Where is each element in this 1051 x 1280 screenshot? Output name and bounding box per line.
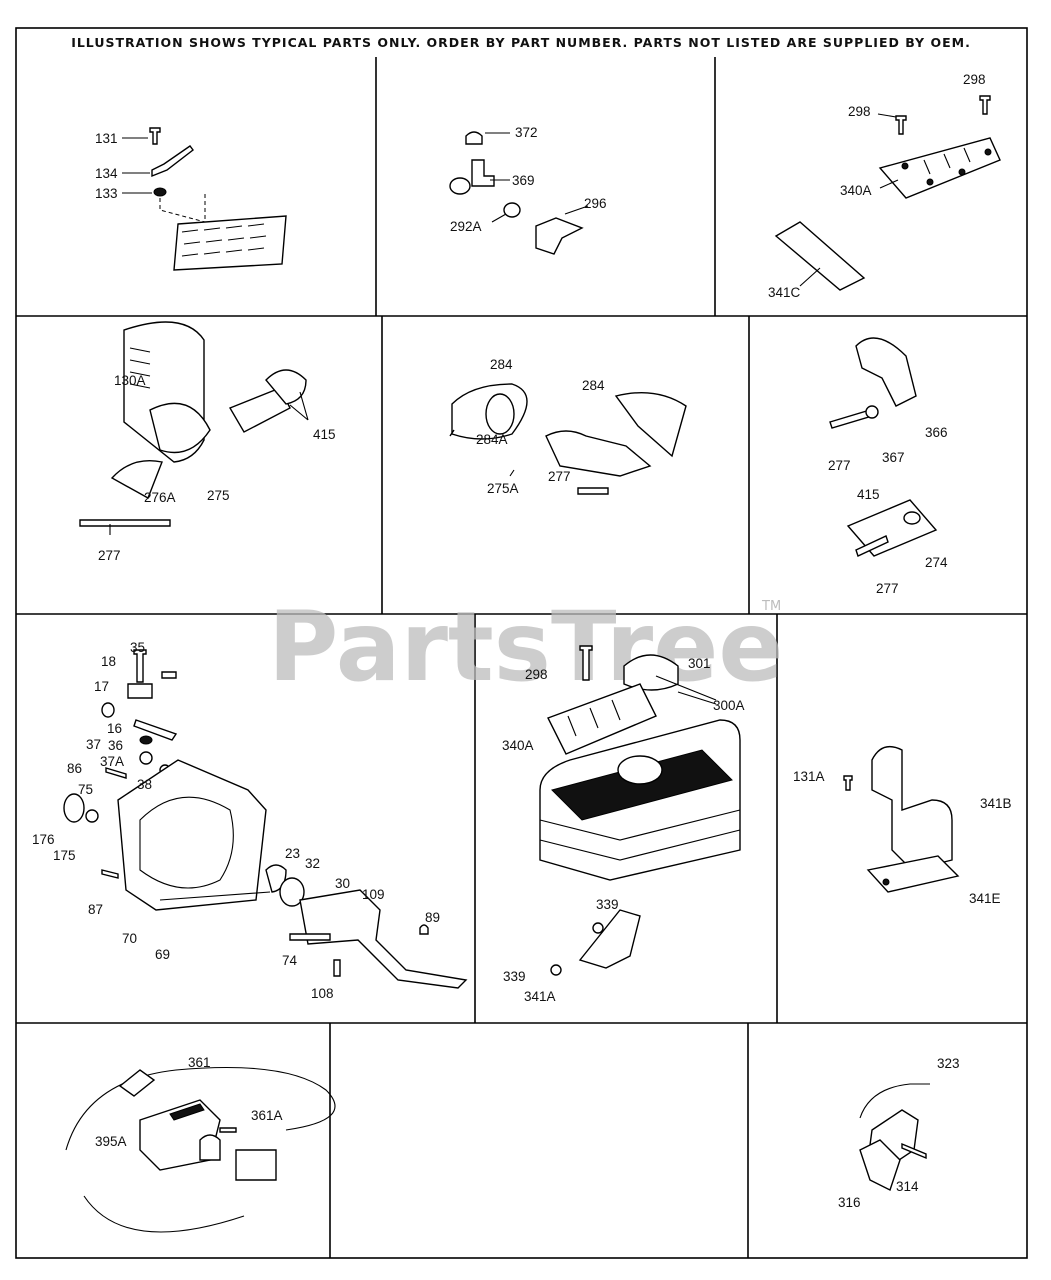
callout-label: 277 [548,469,571,484]
callout-label: 35 [130,640,145,655]
callout-label: 275A [487,481,519,496]
callout-label: 275 [207,488,230,503]
panel-grid [16,57,1027,1258]
callout-label: 284 [490,357,513,372]
callout-label: 30 [335,876,350,891]
callout-label: 74 [282,953,298,968]
callout-label: 361 [188,1055,211,1070]
callout-label: 277 [828,458,851,473]
callout-label: 175 [53,848,76,863]
callout-label: 415 [857,487,880,502]
panel-fuel-tank [539,645,741,976]
panel-ignition [65,1066,336,1233]
callout-label: 284 [582,378,605,393]
callout-label: 131 [95,131,118,146]
callout-label: 341C [768,285,801,300]
callout-label: 298 [525,667,548,682]
callout-label: 16 [107,721,122,736]
callout-label: 70 [122,931,137,946]
panel-muffler [79,321,309,535]
callout-label: 133 [95,186,118,201]
callout-label: 340A [502,738,534,753]
callout-label: 131A [793,769,825,784]
callout-label: 23 [285,846,300,861]
callout-label: 415 [313,427,336,442]
callout-label: 134 [95,166,118,181]
callout-label: 372 [515,125,538,140]
callout-label: 323 [937,1056,960,1071]
callout-label: 300A [713,698,745,713]
callout-label: 89 [425,910,440,925]
panel-governor [859,1083,930,1191]
callout-label: 109 [362,887,385,902]
callout-label: 75 [78,782,93,797]
callout-label: 69 [155,947,170,962]
callout-label: 361A [251,1108,283,1123]
callout-label: 341A [524,989,556,1004]
callout-label: 366 [925,425,948,440]
callout-label: 367 [882,450,905,465]
callout-label: 36 [108,738,123,753]
panel-tank-bracket [843,746,960,893]
callout-label: 339 [503,969,526,984]
panel-fuel-shutoff [449,131,589,255]
callout-label: 296 [584,196,607,211]
panel-blower-screen [122,127,287,271]
panel-deflector [829,337,938,557]
callout-labels: 131 134 133 372 369 292A 296 298 298 340… [32,72,1012,1210]
callout-label: 87 [88,902,103,917]
callout-label: 17 [94,679,109,694]
callout-label: 298 [848,104,871,119]
watermark: PartsTree [268,591,783,703]
callout-label: 316 [838,1195,861,1210]
callout-label: 341E [969,891,1001,906]
header-notice: ILLUSTRATION SHOWS TYPICAL PARTS ONLY. O… [71,35,971,50]
callout-label: 108 [311,986,334,1001]
callout-label: 176 [32,832,55,847]
callout-label: 86 [67,761,82,776]
callout-label: 37A [100,754,124,769]
callout-label: 341B [980,796,1012,811]
callout-label: 301 [688,656,711,671]
callout-label: 314 [896,1179,919,1194]
panel-muffler-guards [449,383,687,495]
callout-label: 18 [101,654,116,669]
callout-label: 395A [95,1134,127,1149]
callout-label: 32 [305,856,320,871]
callout-label: 277 [876,581,899,596]
callout-label: 340A [840,183,872,198]
diagram-frame [15,27,1028,1259]
callout-label: 339 [596,897,619,912]
panel-bracket-plate [774,95,1001,291]
callout-label: 276A [144,490,176,505]
watermark-trademark: TM [761,599,781,614]
callout-label: 292A [450,219,482,234]
panel-crankcase [63,649,468,989]
callout-label: 298 [963,72,986,87]
callout-label: 369 [512,173,535,188]
callout-label: 38 [137,777,152,792]
callout-label: 284A [476,432,508,447]
callout-label: 37 [86,737,101,752]
callout-label: 274 [925,555,948,570]
callout-label: 277 [98,548,121,563]
callout-label: 130A [114,373,146,388]
